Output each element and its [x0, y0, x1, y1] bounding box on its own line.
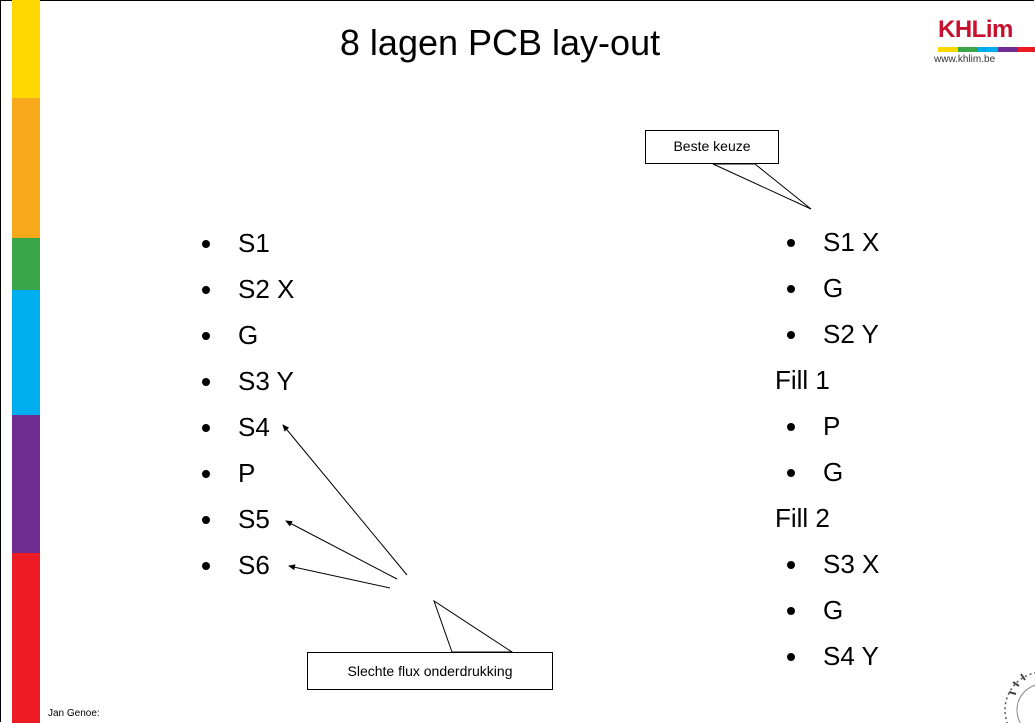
logo-bar-purple [998, 47, 1018, 52]
footer-author: Jan Genoe: [48, 708, 100, 719]
bullet-dot-icon [787, 469, 795, 477]
best-choice-text: Beste keuze [673, 138, 751, 154]
seal-graphic [1004, 672, 1035, 723]
bullet-dot-icon [787, 285, 795, 293]
bullet-dot-icon [202, 378, 210, 386]
bullet-dot-icon [202, 332, 210, 340]
stripe-yellow [12, 0, 40, 98]
khlim-logo: KHLim www.khlim.be [924, 14, 1035, 74]
logo-bar-green [958, 47, 978, 52]
association-seal-icon [985, 640, 1035, 723]
bullet-dot-icon [202, 470, 210, 478]
logo-url: www.khlim.be [934, 54, 996, 65]
list-item-plain: Fill 1 [775, 365, 830, 395]
bullet-dot-icon [202, 424, 210, 432]
stripe-green [12, 238, 40, 290]
bullet-dot-icon [202, 562, 210, 570]
bullet-dot-icon [787, 239, 795, 247]
bullet-dot-icon [787, 331, 795, 339]
logo-bar-blue [978, 47, 998, 52]
logo-bar-yellow [938, 47, 958, 52]
logo-text: KHLim [938, 16, 1013, 43]
bullet-dot-icon [787, 653, 795, 661]
bullet-dot-icon [787, 423, 795, 431]
bad-flux-callout: Slechte flux onderdrukking [307, 652, 553, 690]
bullet-dot-icon [202, 516, 210, 524]
stripe-purple [12, 415, 40, 553]
bullet-dot-icon [787, 607, 795, 615]
bullet-dot-icon [787, 561, 795, 569]
stripe-orange [12, 98, 40, 238]
logo-bar-red [1018, 47, 1035, 52]
stripe-red [12, 553, 40, 723]
slide-title: 8 lagen PCB lay-out [339, 22, 661, 63]
stripe-blue [12, 290, 40, 415]
best-choice-callout: Beste keuze [645, 130, 779, 164]
list-item-plain: Fill 2 [775, 503, 830, 533]
bullet-dot-icon [202, 240, 210, 248]
bullet-dot-icon [202, 286, 210, 294]
bad-flux-text: Slechte flux onderdrukking [347, 663, 513, 679]
